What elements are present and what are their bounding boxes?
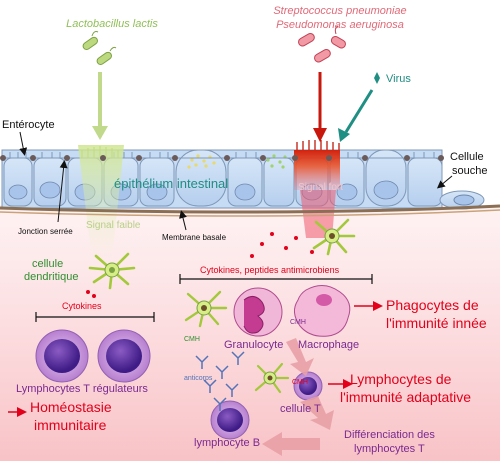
strong-signal-beam [300,190,336,238]
treg-label: Lymphocytes T régulateurs [16,383,148,395]
dendritic-label-2: dendritique [24,271,78,283]
macrophage-label: Macrophage [298,339,359,351]
phagocytes-label-1: Phagocytes de [386,297,479,313]
virus-arrow [344,89,374,133]
t-cell [293,371,323,401]
virus-icon [374,72,380,84]
weak-signal-beam [78,145,124,260]
cytokine-dots-right [250,232,314,258]
pathogen-label-2: Pseudomonas aeruginosa [276,19,404,31]
differentiation-label-2: lymphocytes T [354,443,425,455]
bracket-left [35,312,155,322]
treg-cells [35,329,151,383]
stem-cell-label-2: souche [452,165,487,177]
epithelium-label: épithélium intestinal [114,176,228,191]
strong-signal-cell [294,150,340,190]
lacto-label: Lactobacillus lactis [66,18,158,30]
virus-label: Virus [386,73,411,85]
dendritic-label-1: cellule [32,258,63,270]
t-cell-label: cellule T [280,403,321,415]
cmh-label-dendritic: CMH [184,336,200,343]
adaptive-label-1: Lymphocytes de [350,371,452,387]
antibody-label: anticorps [184,375,213,382]
weak-signal-label: Signal faible [86,220,141,231]
b-cell [210,400,250,440]
basal-membrane [0,204,500,214]
differentiation-label-1: Différenciation des [344,429,435,441]
homeostasis-label-1: Homéostasie [30,399,112,415]
stem-cell-label-1: Cellule [450,151,484,163]
cmh-label-macrophage: CMH [290,319,306,326]
epithelium-cells [1,149,485,210]
homeostasis-label-2: immunitaire [34,417,107,433]
pathogen-label-1: Streptococcus pneumoniae [273,5,406,17]
tight-junctions [0,155,444,161]
cytokine-dots-left [86,290,96,298]
adaptive-label-2: l'immunité adaptative [340,389,471,405]
b-cell-label: lymphocyte B [194,437,260,449]
granulocyte-cell [233,287,283,337]
tight-junction-label: Jonction serrée [18,227,73,236]
strong-signal-label: Signal fort [298,182,343,193]
lactobacillus-icon [82,31,117,65]
cytokines-right-label: Cytokines, peptides antimicrobiens [200,265,340,275]
cmh-label-tcell: CMH [292,379,308,386]
flow-arrows [262,338,334,456]
cytokines-left-label: Cytokines [62,301,102,311]
basal-membrane-label: Membrane basale [162,233,227,242]
granulocyte-label: Granulocyte [224,339,283,351]
antibody-icons [195,351,245,411]
pathogen-icon [298,25,346,63]
bracket-right [179,274,373,284]
enterocyte-label: Entérocyte [2,119,55,131]
phagocytes-label-2: l'immunité innée [386,315,487,331]
macrophage-cell [294,285,351,337]
